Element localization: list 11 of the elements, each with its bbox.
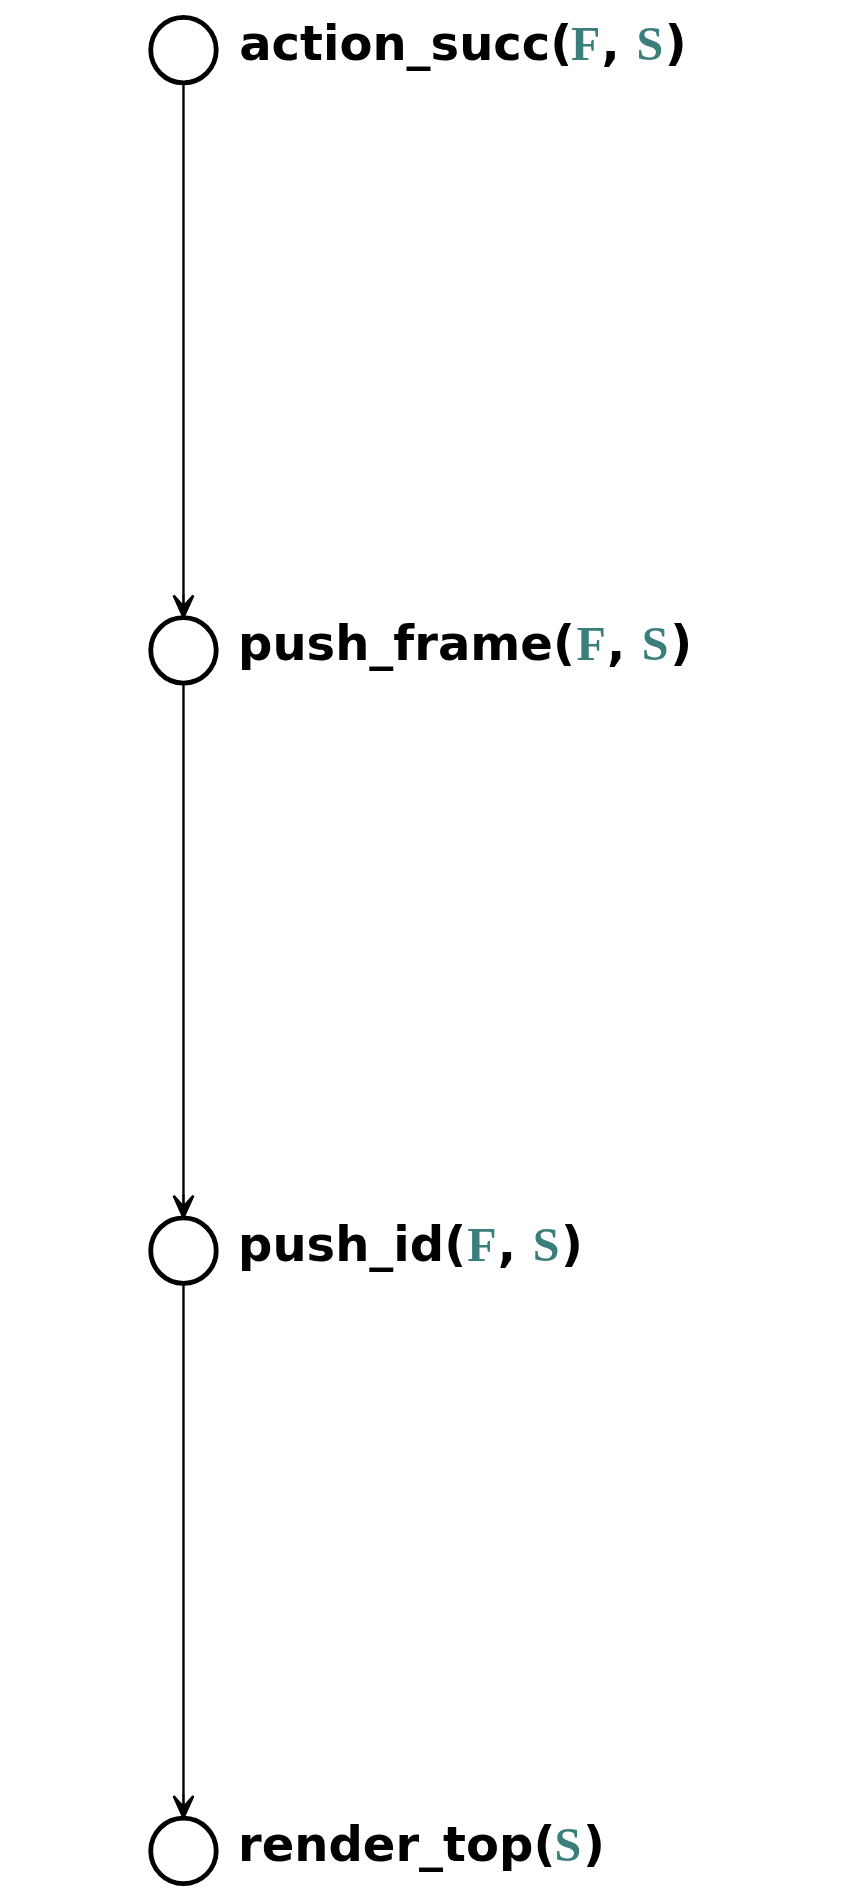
arrow xyxy=(171,683,194,1219)
node-circle xyxy=(147,1215,219,1286)
node-circle xyxy=(147,14,219,86)
node-label: push_frame(F, S) xyxy=(237,615,692,672)
node-label: action_succ(F, S) xyxy=(238,15,687,72)
node-circle xyxy=(147,615,219,686)
node-label: push_id(F, S) xyxy=(237,1215,583,1272)
node-circle xyxy=(147,1815,219,1887)
arrow xyxy=(171,83,194,619)
node-label: render_top(S) xyxy=(237,1815,605,1872)
arrow xyxy=(171,1284,194,1820)
